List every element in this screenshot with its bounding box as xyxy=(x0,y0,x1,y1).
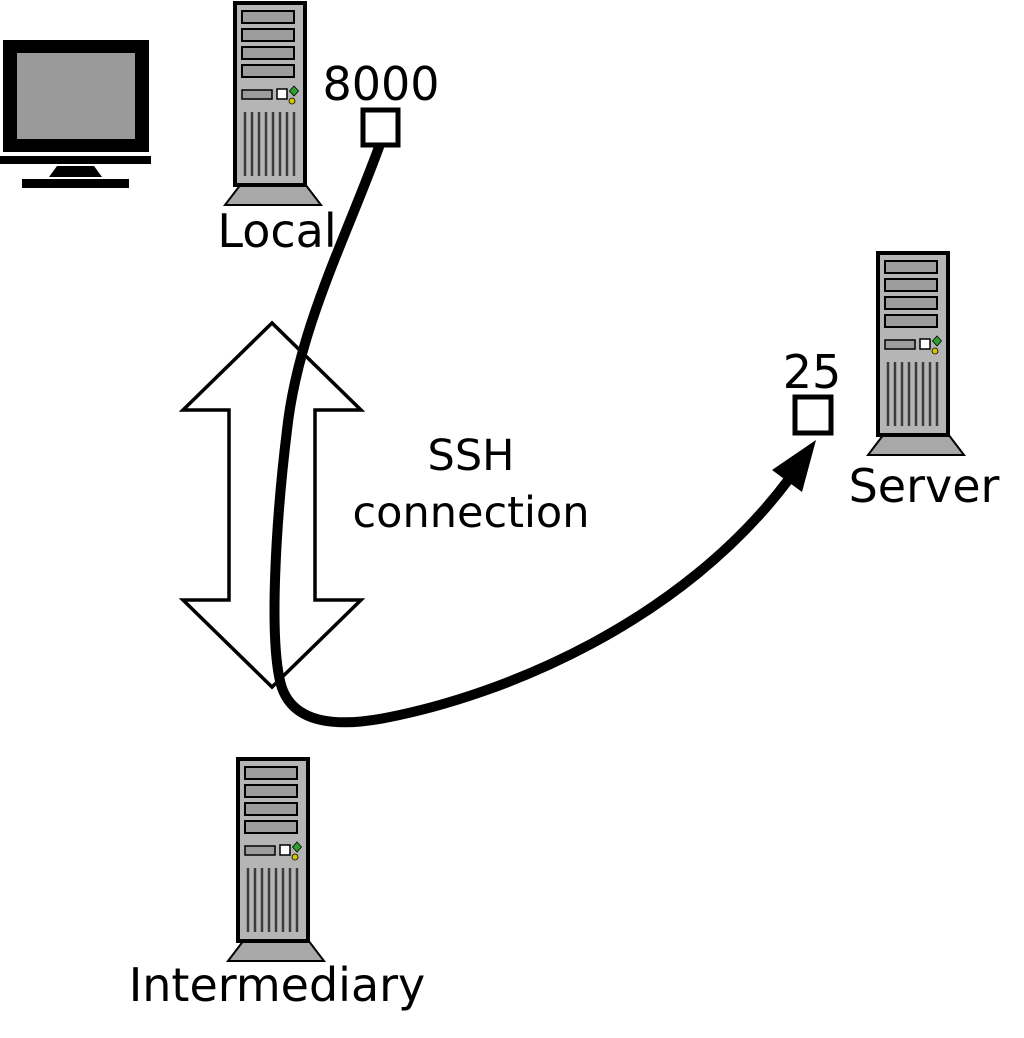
monitor-bezel-bar xyxy=(0,156,151,164)
monitor-stand-base xyxy=(22,179,129,188)
intermediary-tower-icon xyxy=(226,757,326,963)
port-25-label: 25 xyxy=(783,345,842,399)
local-tower-icon xyxy=(223,1,323,207)
monitor-stand-neck xyxy=(49,166,102,177)
ssh-label-line2: connection xyxy=(353,488,590,538)
port-25-box xyxy=(792,394,834,436)
port-8000-box xyxy=(360,107,401,148)
server-tower-icon xyxy=(866,251,966,457)
server-label: Server xyxy=(849,459,1000,513)
ssh-double-arrow xyxy=(178,320,366,690)
monitor-icon xyxy=(0,40,151,188)
local-label: Local xyxy=(217,204,336,258)
port-8000-label: 8000 xyxy=(322,57,439,111)
ssh-label-line1: SSH xyxy=(428,431,515,481)
tunnel-arrowhead-icon xyxy=(772,440,816,492)
monitor-screen xyxy=(15,51,137,141)
tunnel-curve xyxy=(269,142,794,728)
intermediary-label: Intermediary xyxy=(129,958,426,1012)
